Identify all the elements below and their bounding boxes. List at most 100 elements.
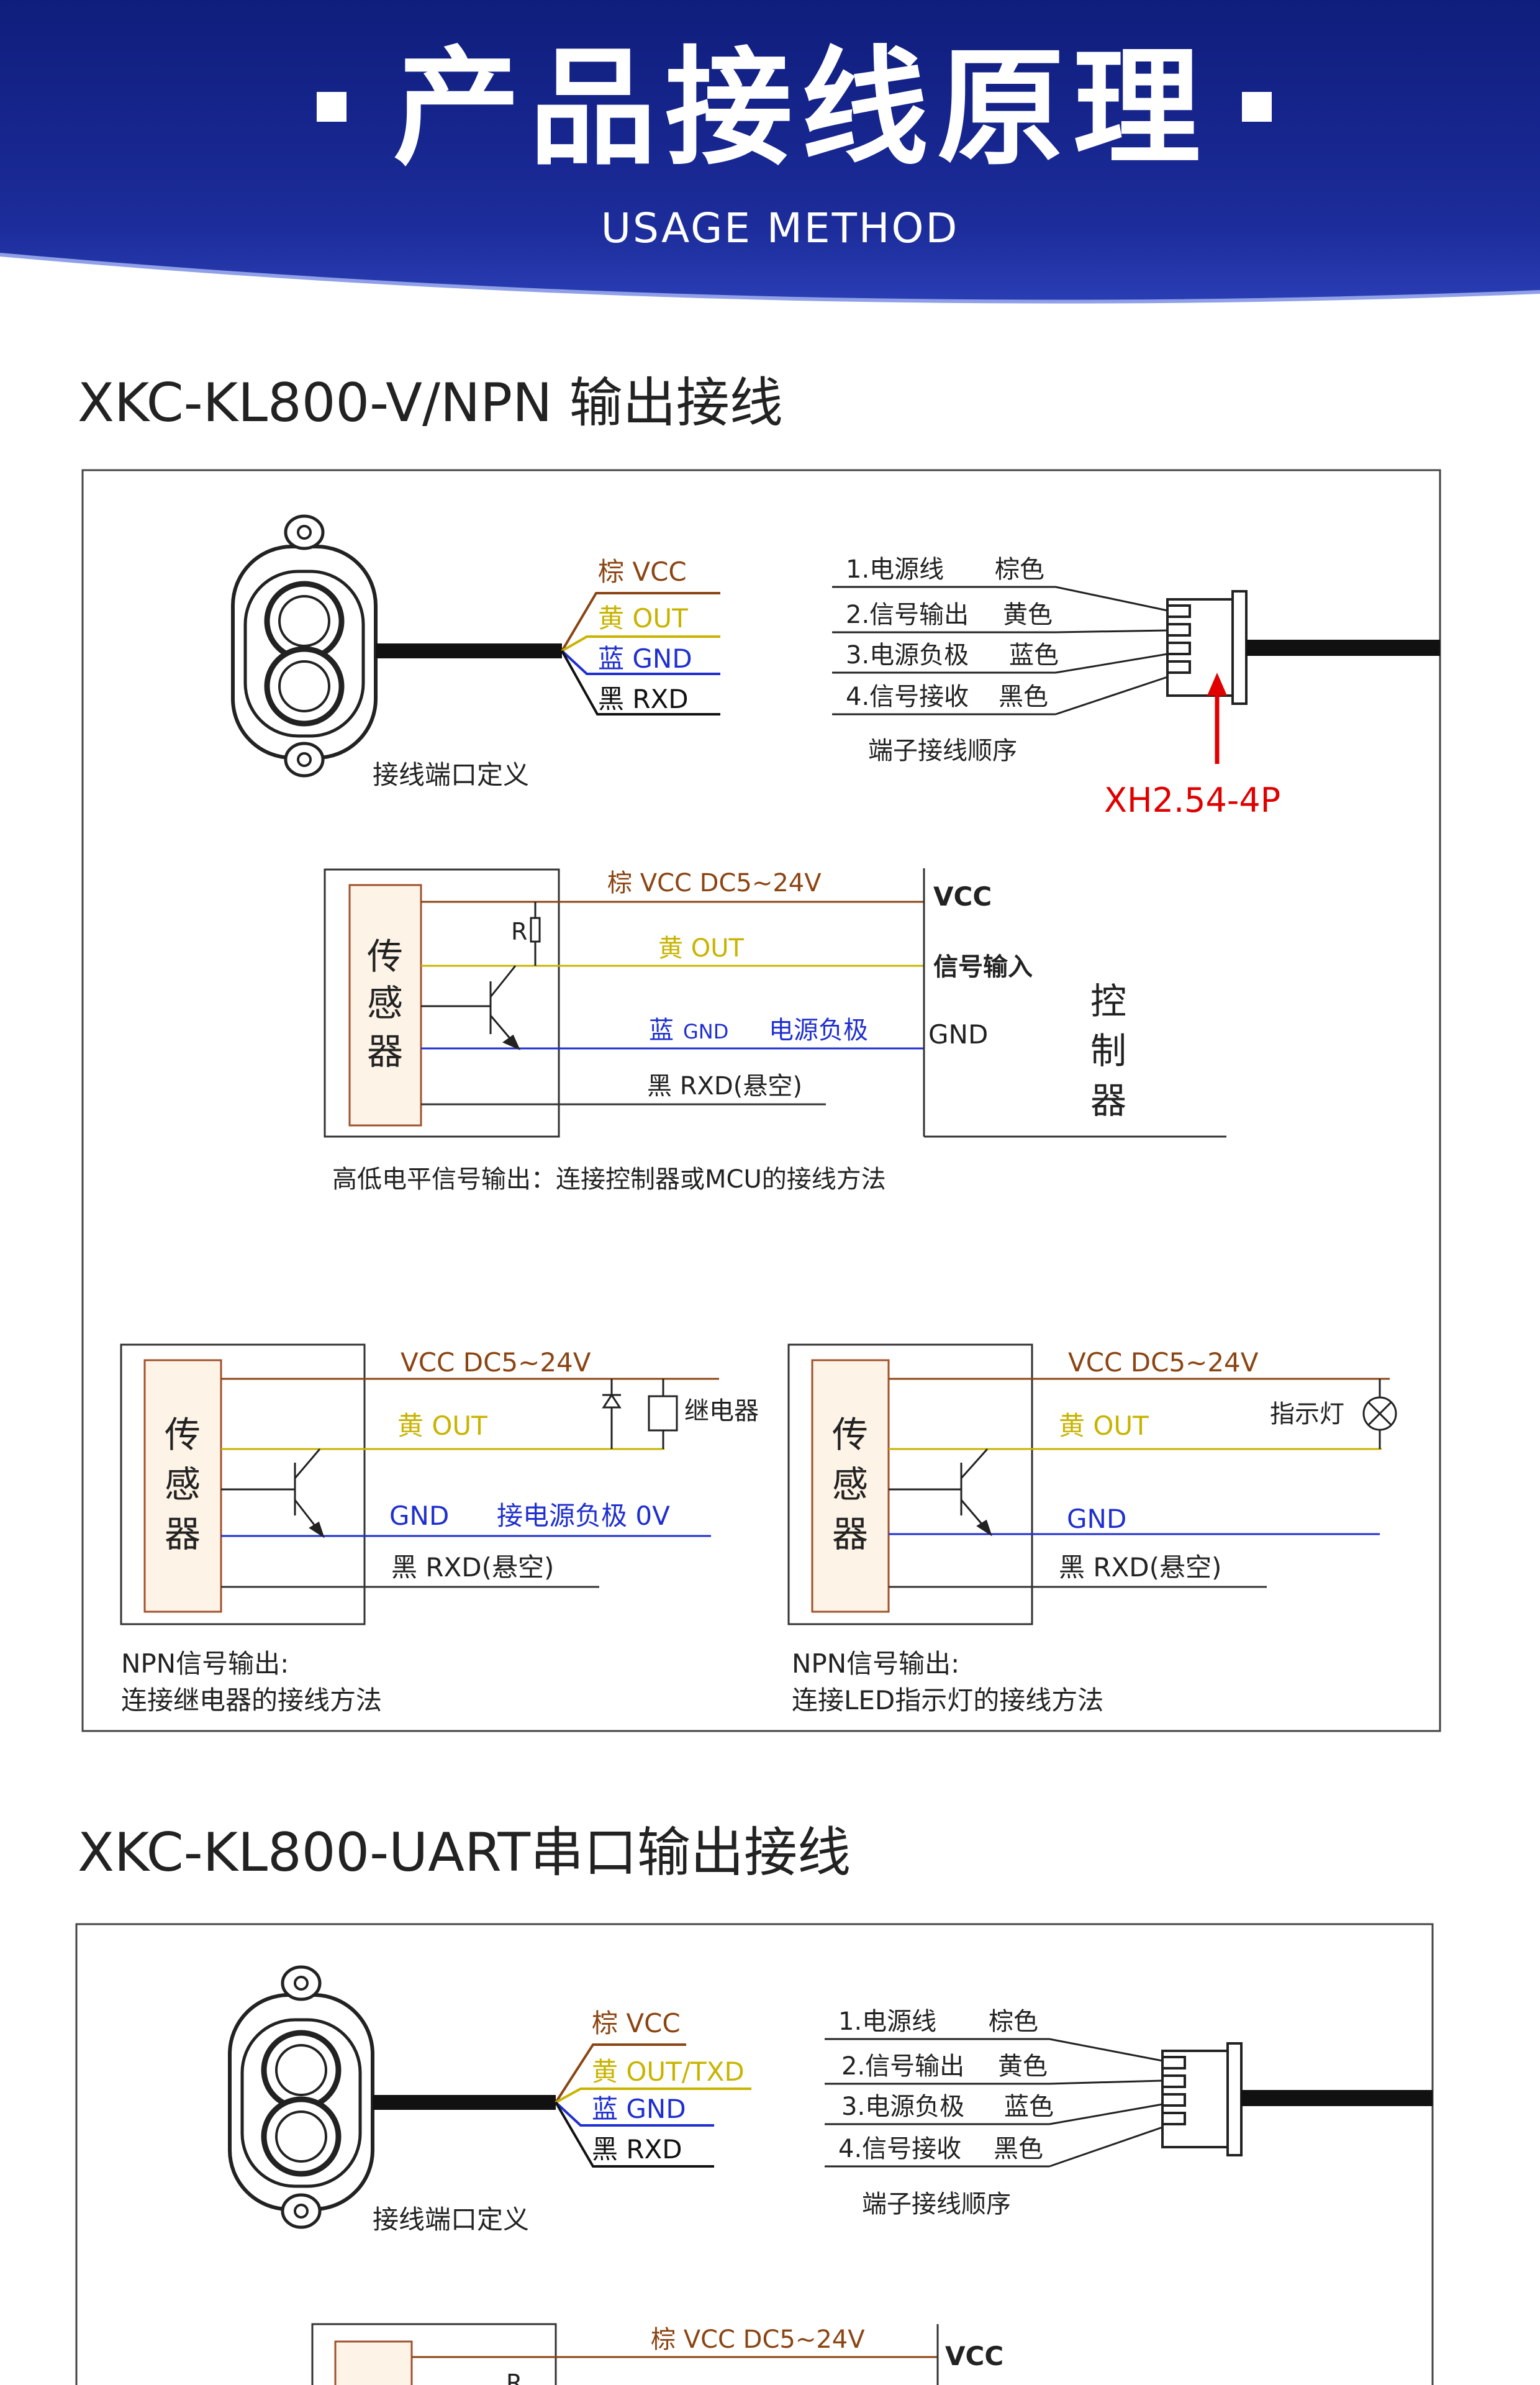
pin-4-label: 4.信号接收 [846,683,969,711]
ctrl2-vcc-line-label: 棕 VCC DC5~24V [651,2325,865,2354]
connector-cable [1246,640,1440,656]
port-definition-caption-2: 接线端口定义 [373,2204,529,2235]
ctrl-vcc-line-label: 棕 VCC DC5~24V [607,869,822,897]
transistor-symbol [421,965,520,1050]
controller-caption: 高低电平信号输出：连接控制器或MCU的接线方法 [332,1165,886,1194]
connector-label: XH2.54-4P [1104,781,1280,820]
pin2-2-label: 2.信号输出 [841,2052,964,2081]
port-definition-caption: 接线端口定义 [373,760,529,790]
relay-caption-1: NPN信号输出: [121,1648,289,1679]
resistor-symbol [530,917,541,943]
relay-out-label: 黄 OUT [397,1411,487,1441]
led-caption-2: 连接LED指示灯的接线方法 [792,1685,1103,1715]
pin-1-label: 1.电源线 [846,555,944,584]
section2-title: XKC-KL800-UART串口输出接线 [78,1822,851,1884]
pin-4-color: 黑色 [999,683,1048,711]
ctrl-pin-signal: 信号输入 [933,953,1033,981]
wire-label-gnd: 蓝 GND [598,643,692,674]
pin-2-color: 黄色 [1003,601,1053,629]
pin-list: 1.电源线 棕色 2.信号输出 黄色 3.电源负极 蓝色 4.信号接收 黑色 端… [832,555,1168,765]
wire2-label-gnd: 蓝 GND [592,2094,686,2124]
led-wiring: 传 感 器 指示灯 VCC DC5~24V 黄 OUT GND 黑 RXD(悬空… [787,1343,1397,1715]
ctrl-gnd-word: GND [683,1020,728,1043]
ctrl-rxd-line-label: 黑 RXD(悬空) [647,1072,802,1101]
lamp-label: 指示灯 [1270,1400,1344,1429]
led-out-label: 黄 OUT [1059,1411,1149,1441]
sensor-device [231,514,378,778]
sensor-box-2 [334,2340,413,2385]
sensor-char-1: 传 [367,935,403,978]
pin2-3-color: 蓝色 [1004,2092,1054,2121]
relay-caption-2: 连接继电器的接线方法 [121,1685,382,1715]
wire2-label-out: 黄 OUT/TXD [592,2056,745,2087]
wire-label-rxd: 黑 RXD [598,684,689,714]
title-bullet-left [317,92,346,122]
sensor-char-3: 器 [367,1030,403,1073]
sensor-box [348,884,422,1127]
led-rxd-label: 黑 RXD(悬空) [1059,1552,1221,1583]
controller-char-1: 控 [1090,980,1126,1022]
relay-gnd-desc: 接电源负极 0V [497,1501,670,1531]
led-transistor-symbol [889,1448,992,1537]
pin-1-color: 棕色 [995,555,1044,584]
relay-sensor-char-2: 感 [165,1463,201,1506]
ctrl2-pin-vcc: VCC [945,2341,1003,2371]
sensor-char-2: 感 [367,982,403,1024]
wire-fan [561,592,720,716]
pin-3-label: 3.电源负极 [846,641,969,670]
page-title: 产品接线原理 [393,35,1209,183]
pin2-2-color: 黄色 [998,2052,1048,2081]
terminal-order-caption-2: 端子接线顺序 [862,2190,1011,2219]
wire-fan-2 [555,2043,751,2168]
pin-2-label: 2.信号输出 [846,601,969,629]
led-sensor-char-1: 传 [832,1414,868,1456]
led-sensor-box [811,1359,890,1613]
pin-3-color: 蓝色 [1009,641,1059,670]
pin2-1-label: 1.电源线 [838,2007,936,2036]
sensor-cable [376,643,562,658]
terminal-order-caption: 端子接线顺序 [868,737,1017,765]
relay-diode-symbol [602,1379,622,1449]
header-banner: 产品接线原理 USAGE METHOD [0,0,1540,304]
title-bullet-right [1242,92,1272,122]
relay-sensor-char-1: 传 [165,1414,201,1456]
pin-list-2: 1.电源线 棕色 2.信号输出 黄色 3.电源负极 蓝色 4.信号接收 黑色 端… [825,2007,1163,2219]
led-sensor-char-2: 感 [832,1463,868,1506]
wire2-label-vcc: 棕 VCC [592,2008,681,2038]
relay-rxd-label: 黑 RXD(悬空) [391,1552,554,1583]
page-subtitle: USAGE METHOD [601,204,959,252]
sensor-cable-2 [373,2095,556,2110]
sensor-device-2 [228,1965,374,2229]
controller-char-3: 器 [1090,1079,1126,1122]
relay-vcc-label: VCC DC5~24V [401,1347,591,1378]
lamp-icon [1362,1396,1397,1431]
connector-cable-2 [1241,2090,1433,2106]
led-vcc-label: VCC DC5~24V [1068,1347,1259,1378]
wire-label-out: 黄 OUT [598,603,688,634]
ctrl-pin-vcc: VCC [933,881,992,912]
pin2-3-label: 3.电源负极 [841,2092,964,2121]
wire2-label-rxd: 黑 RXD [592,2134,682,2165]
relay-sensor-box [143,1359,222,1613]
ctrl2-resistor-label: R [506,2369,522,2385]
led-gnd-word: GND [1067,1504,1126,1534]
wire-label-vcc: 棕 VCC [598,556,687,587]
red-arrow [1207,673,1227,764]
resistor-label: R [511,918,527,945]
pin2-4-color: 黑色 [994,2135,1043,2163]
led-sensor-char-3: 器 [832,1513,868,1555]
section1-title: XKC-KL800-V/NPN 输出接线 [78,372,783,434]
led-caption-1: NPN信号输出: [792,1648,959,1679]
relay-gnd-word: GND [389,1501,449,1531]
pin2-1-color: 棕色 [989,2007,1038,2036]
pin2-4-label: 4.信号接收 [838,2135,961,2163]
ctrl-gnd-desc: 电源负极 [769,1016,868,1045]
controller-wiring: 传 感 器 R 棕 VCC DC5~24V 黄 OUT 蓝 GND 电源负极 黑… [324,868,1226,1194]
ctrl-gnd-prefix: 蓝 [649,1016,674,1045]
controller-char-2: 制 [1090,1030,1126,1072]
relay-transistor-symbol [221,1448,325,1538]
relay-sensor-char-3: 器 [165,1513,201,1555]
section2-frame [75,1923,1434,2385]
ctrl-pin-gnd: GND [928,1019,988,1050]
